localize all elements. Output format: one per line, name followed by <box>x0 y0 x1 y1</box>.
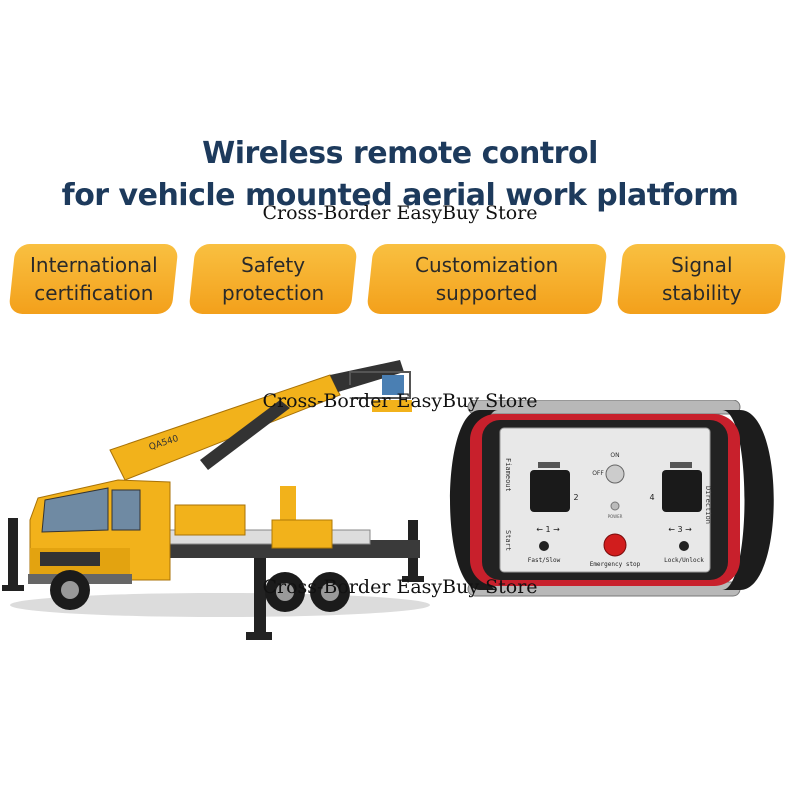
feature-label: Signal stability <box>661 253 742 305</box>
aerial-truck-image: QA540 <box>2 360 430 640</box>
title-line-1: Wireless remote control <box>202 136 598 171</box>
direction-label: Direction <box>704 486 712 524</box>
fiameout-label: Fiameout <box>504 458 512 492</box>
watermark-text: Cross-Border EasyBuy Store <box>262 202 538 224</box>
feature-label: Safety protection <box>221 253 325 305</box>
feature-badge-safety: Safety protection <box>188 244 358 314</box>
title-line-2: for vehicle mounted aerial work platform <box>61 178 739 213</box>
right-joystick[interactable] <box>662 470 702 512</box>
axis-1-label: ← 1 → <box>536 525 560 534</box>
fast-slow-label: Fast/Slow <box>528 557 561 564</box>
switch-on-label: ON <box>610 452 619 459</box>
feature-badge-customization: Customization supported <box>366 244 608 314</box>
feature-label: Customization supported <box>415 253 559 305</box>
lock-unlock-label: Lock/Unlock <box>664 557 704 564</box>
fast-slow-button[interactable] <box>539 541 549 551</box>
lock-unlock-button[interactable] <box>679 541 689 551</box>
emergency-stop-button[interactable] <box>603 533 627 557</box>
feature-label: International certification <box>29 253 158 305</box>
left-joystick[interactable] <box>530 470 570 512</box>
emergency-stop-label: Emergency stop <box>590 561 641 568</box>
watermark-text: Cross-Border EasyBuy Store <box>262 576 538 598</box>
axis-2-label: 2 <box>573 493 578 502</box>
start-label: Start <box>504 530 512 551</box>
remote-controller: Fiameout Start Direction ON OFF POWER ← … <box>450 400 774 597</box>
watermark-text: Cross-Border EasyBuy Store <box>262 390 538 412</box>
axis-4-label: 4 <box>649 493 654 502</box>
power-label: POWER <box>608 514 623 519</box>
feature-badge-certification: International certification <box>8 244 179 314</box>
feature-badge-signal: Signal stability <box>616 244 787 314</box>
switch-off-label: OFF <box>592 470 604 477</box>
key-switch[interactable] <box>605 464 625 484</box>
axis-3-label: ← 3 → <box>668 525 692 534</box>
